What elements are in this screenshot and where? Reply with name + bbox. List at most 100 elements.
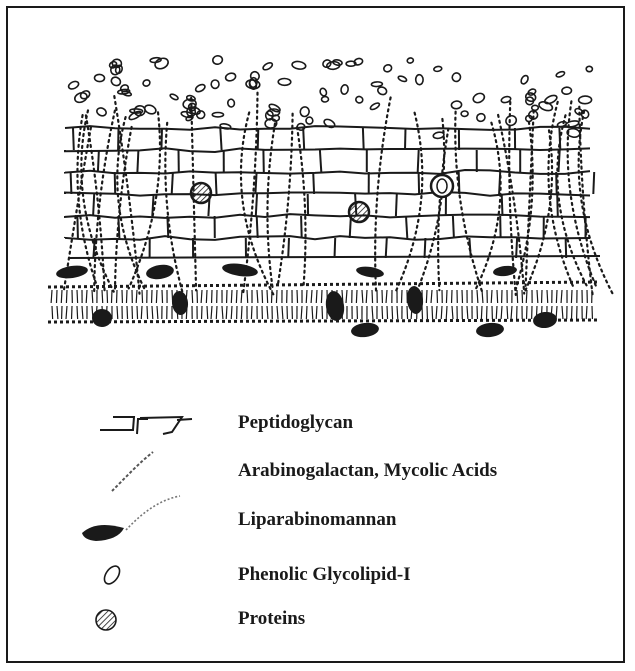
lipid-tail <box>162 290 163 303</box>
lipid-tail <box>312 306 313 319</box>
glycolipid-granule <box>150 57 161 63</box>
lipid-tail <box>231 306 232 319</box>
lipid-tail <box>211 306 212 319</box>
glycolipid-granule <box>586 66 593 72</box>
glycolipid-granule <box>532 105 539 110</box>
lipid-tail <box>201 290 202 303</box>
glycolipid-granule <box>377 86 388 96</box>
liparabinomannan-icon <box>82 496 180 541</box>
glycolipid-granule <box>246 79 261 89</box>
glycolipid-granule <box>79 89 91 100</box>
embedded-glycolipid <box>431 175 453 197</box>
lipid-tail <box>537 290 538 303</box>
lipid-tail <box>126 290 127 303</box>
glycolipid-granule <box>212 113 223 117</box>
peptidoglycan-crosslink <box>288 238 289 258</box>
arabinogalactan-icon <box>112 452 153 491</box>
peptidoglycan-crosslink <box>303 128 304 150</box>
liparabinomannan-anchor <box>221 262 258 279</box>
legend-label-liparabinomannan: Liparabinomannan <box>238 509 396 531</box>
glycolipid-granule <box>556 71 566 78</box>
liparabinomannan-anchor <box>145 263 175 281</box>
lipid-tail <box>247 290 248 303</box>
peptidoglycan-crosslink <box>257 216 258 238</box>
lipid-tail <box>52 306 53 319</box>
lipid-tail <box>321 290 322 303</box>
lipid-tail <box>192 290 193 303</box>
glycolipid-granule <box>94 74 104 82</box>
lipid-tail <box>207 306 208 319</box>
lipid-tail <box>127 306 128 319</box>
lipid-tail <box>316 306 317 319</box>
peptidoglycan-crosslink <box>335 238 336 258</box>
glycolipid-granule <box>472 92 486 105</box>
glycolipid-granule <box>96 107 108 118</box>
glycolipid-granule <box>369 102 380 111</box>
lipid-tail <box>257 290 258 303</box>
arabinogalactan-chain <box>278 114 293 287</box>
glycolipid-granule <box>212 55 223 65</box>
lipid-tail <box>526 290 527 303</box>
lipid-tail <box>262 290 263 303</box>
legend-label-peptidoglycan: Peptidoglycan <box>238 412 353 434</box>
glycolipid-granule <box>110 76 122 87</box>
peptidoglycan-crosslink <box>363 128 364 150</box>
glycolipid-granule <box>306 117 313 125</box>
lipid-tail <box>481 306 482 319</box>
glycolipid-granule <box>211 80 219 88</box>
liparabinomannan-anchor <box>350 321 379 338</box>
lipid-tail <box>77 290 78 303</box>
lipid-tail <box>562 306 563 319</box>
lipid-tail <box>271 290 272 303</box>
lipid-tail <box>346 290 347 303</box>
protein-icon <box>96 610 116 630</box>
lipid-tail <box>311 290 312 303</box>
liparabinomannan-anchor <box>475 322 504 339</box>
lipid-tail <box>216 306 217 319</box>
glycolipid-granule <box>371 82 382 87</box>
lipid-tail <box>66 290 67 303</box>
lipid-tail <box>407 306 408 319</box>
lipid-tail <box>137 306 138 319</box>
lipid-tail <box>397 306 398 319</box>
glycolipid-granule <box>319 87 328 97</box>
lipid-tail <box>362 290 363 303</box>
glycolipid-granule <box>340 84 349 94</box>
liparabinomannan-anchor <box>355 265 384 279</box>
glycolipid-granule <box>504 114 518 127</box>
lipid-tail <box>477 290 478 303</box>
glycolipid-granule <box>476 112 486 122</box>
liparabinomannan-anchor <box>55 264 88 280</box>
glycolipid-granule <box>292 61 307 70</box>
lipid-tail <box>446 290 447 303</box>
lipid-tail <box>316 290 317 303</box>
arabinogalactan-chain <box>297 127 305 286</box>
peptidoglycan-crosslink <box>77 216 78 238</box>
peptidoglycan-crosslink <box>516 238 517 258</box>
glycolipid-granule <box>194 83 206 93</box>
peptidoglycan-crosslink <box>425 238 426 258</box>
lipid-tail <box>401 290 402 303</box>
glycolipid-granule <box>407 57 414 63</box>
lipid-tail <box>556 290 557 303</box>
glycolipid-granule <box>451 72 462 83</box>
lipid-tail <box>432 306 433 319</box>
peptidoglycan-crosslink <box>255 172 256 194</box>
peptidoglycan-crosslink <box>115 172 116 194</box>
legend-label-phenolic-glycolipid: Phenolic Glycolipid-I <box>238 564 411 586</box>
lipid-tail <box>107 290 108 303</box>
lipid-tail <box>141 306 142 319</box>
lipid-tail <box>111 290 112 303</box>
lipid-tail <box>136 290 137 303</box>
lipid-tail <box>571 306 572 319</box>
phenolic-glycolipid-icon <box>101 563 122 586</box>
lipid-tail <box>522 290 523 303</box>
lipid-tail <box>511 306 512 319</box>
lipid-tail <box>507 306 508 319</box>
arabinogalactan-chain <box>526 111 534 286</box>
peptidoglycan-crosslink <box>320 150 321 172</box>
glycolipid-granule <box>262 61 274 71</box>
peptidoglycan-crosslink <box>406 216 407 238</box>
lipid-tail <box>496 306 497 319</box>
glycolipid-granule <box>249 77 257 87</box>
